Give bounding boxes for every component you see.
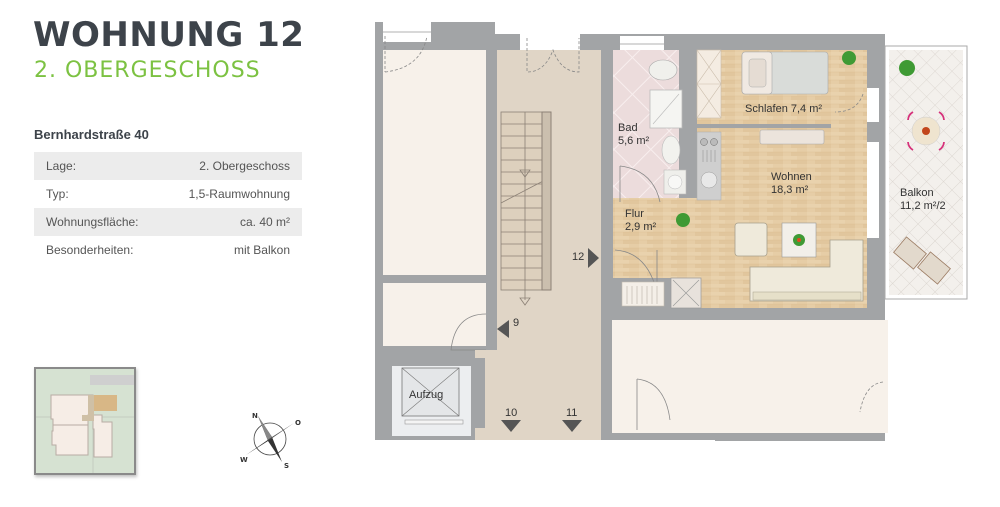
room-label-schlafen: Schlafen 7,4 m² [745,103,823,115]
address-heading: Bernhardstraße 40 [34,127,149,142]
table-row: Besonderheiten: mit Balkon [34,236,302,264]
table-row: Lage: 2. Obergeschoss [34,152,302,180]
unit-marker-10: 10 [505,407,518,419]
compass-rose: N O S W [238,408,302,470]
details-table: Lage: 2. Obergeschoss Typ: 1,5-Raumwohnu… [34,152,302,264]
row-value: 2. Obergeschoss [199,159,290,173]
compass-o: O [295,419,301,427]
row-label: Besonderheiten: [46,243,134,257]
compass-w: W [240,456,248,464]
compass-icon: N O S W [240,412,301,470]
elevator-label: Aufzug [409,389,444,401]
room-label-wohnen: Wohnen [771,171,812,183]
room-area-flur: 2,9 m² [625,221,657,233]
row-value: mit Balkon [233,243,290,257]
room-label-bad: Bad [618,122,638,134]
unit-marker-9: 9 [513,317,520,329]
compass-s: S [284,462,289,468]
table-row: Typ: 1,5-Raumwohnung [34,180,302,208]
floor-plan-drawing [375,20,970,455]
row-value: 1,5-Raumwohnung [188,187,290,201]
page-title: WOHNUNG 12 [33,15,305,55]
unit-marker-12: 12 [572,251,585,263]
compass-n: N [252,412,258,420]
floor-plan: Schlafen 7,4 m² Bad 5,6 m² Wohnen 18,3 m… [375,20,970,455]
row-label: Typ: [46,187,69,201]
site-plan-icon [36,375,134,473]
floor-subtitle: 2. OBERGESCHOSS [34,58,261,83]
room-area-balkon: 11,2 m²/2 [900,200,946,212]
row-label: Lage: [46,159,77,173]
room-area-wohnen: 18,3 m² [771,184,809,196]
unit-marker-11: 11 [566,407,578,419]
row-label: Wohnungsfläche: [46,215,139,229]
room-label-flur: Flur [625,208,644,220]
room-label-balkon: Balkon [900,187,934,199]
site-minimap [34,367,136,475]
room-area-bad: 5,6 m² [618,135,650,147]
table-row: Wohnungsfläche: ca. 40 m² [34,208,302,236]
row-value: ca. 40 m² [239,215,290,229]
